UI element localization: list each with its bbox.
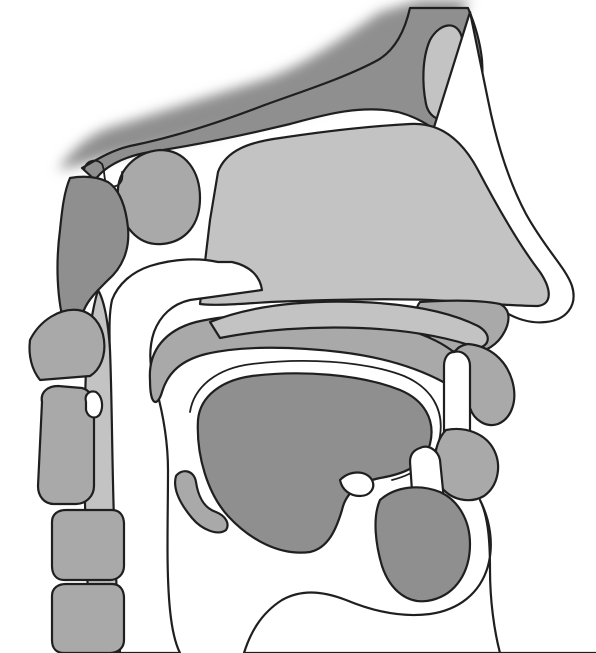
vertebra-3: [52, 584, 124, 653]
lower-lip: [435, 429, 498, 500]
vertebra-2: [52, 510, 124, 580]
sphenoid-sinus: [118, 150, 200, 244]
atlas-region: [29, 310, 104, 380]
mandible: [376, 487, 470, 601]
small-oval: [86, 391, 102, 417]
